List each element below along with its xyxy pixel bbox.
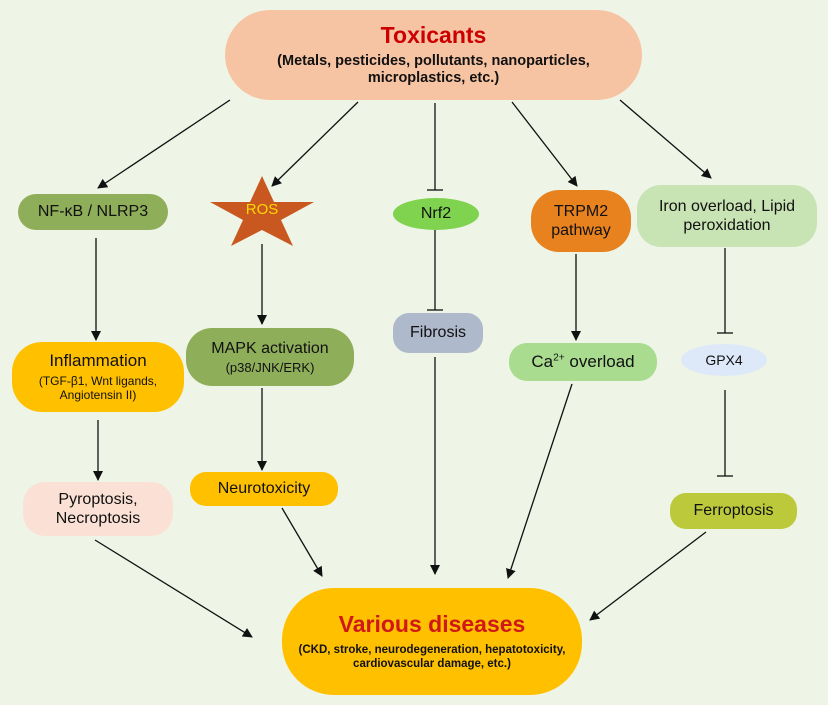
ferroptosis-label: Ferroptosis — [693, 502, 774, 520]
toxicants-node: Toxicants (Metals, pesticides, pollutant… — [225, 10, 642, 100]
inflammation-node: Inflammation (TGF-β1, Wnt ligands, Angio… — [12, 342, 184, 412]
inflammation-sub: (TGF-β1, Wnt ligands, Angiotensin II) — [38, 373, 158, 403]
neurotoxicity-label: Neurotoxicity — [217, 480, 311, 498]
trpm2-pathway-node: TRPM2 pathway — [531, 190, 631, 252]
mapk-activation-node: MAPK activation (p38/JNK/ERK) — [186, 328, 354, 386]
various-diseases-subtitle: (CKD, stroke, neurodegeneration, hepatot… — [298, 644, 566, 670]
ca-overload-node: Ca2+ overload — [509, 343, 657, 381]
toxicants-subtitle: (Metals, pesticides, pollutants, nanopar… — [277, 52, 590, 87]
trpm2-pathway-label: TRPM2 pathway — [551, 202, 611, 239]
ferroptosis-node: Ferroptosis — [670, 493, 797, 529]
arrow-toxicants-to-iron — [619, 99, 712, 179]
inflammation-title: Inflammation — [49, 351, 147, 371]
pyroptosis-label: Pyroptosis, Necroptosis — [55, 490, 141, 527]
iron-overload-node: Iron overload, Lipid peroxidation — [637, 185, 817, 247]
ros-label: ROS — [245, 201, 279, 218]
arrow-pyroptosis-to-diseases — [94, 539, 253, 638]
nrf2-node: Nrf2 — [393, 198, 479, 230]
mapk-activation-title: MAPK activation — [211, 339, 329, 357]
gpx4-node: GPX4 — [681, 344, 767, 376]
toxicants-title: Toxicants — [380, 22, 487, 49]
ros-star-shape — [210, 176, 314, 246]
ros-star-node: ROS — [207, 174, 317, 248]
arrow-toxicants-to-trpm2 — [511, 101, 578, 187]
arrow-neurotoxicity-to-diseases — [281, 507, 323, 577]
fibrosis-node: Fibrosis — [393, 313, 483, 353]
ca-overload-rest: overload — [564, 351, 635, 371]
nrf2-label: Nrf2 — [420, 205, 452, 223]
ca-overload-label: Ca2+ overload — [531, 352, 634, 372]
fibrosis-label: Fibrosis — [409, 324, 466, 342]
gpx4-label: GPX4 — [705, 351, 743, 368]
nfkb-nlrp3-label: NF-κB / NLRP3 — [37, 203, 149, 221]
iron-overload-label: Iron overload, Lipid peroxidation — [658, 197, 796, 234]
various-diseases-node: Various diseases (CKD, stroke, neurodege… — [282, 588, 582, 695]
various-diseases-title: Various diseases — [338, 611, 526, 638]
arrow-ca-to-diseases — [506, 383, 573, 579]
nfkb-nlrp3-node: NF-κB / NLRP3 — [18, 194, 168, 230]
neurotoxicity-node: Neurotoxicity — [190, 472, 338, 506]
pyroptosis-node: Pyroptosis, Necroptosis — [23, 482, 173, 536]
arrow-ferroptosis-to-diseases — [589, 531, 707, 621]
ca-overload-base: Ca — [531, 351, 554, 371]
mapk-activation-sub: (p38/JNK/ERK) — [225, 359, 315, 375]
ca-overload-sup: 2+ — [553, 352, 565, 364]
